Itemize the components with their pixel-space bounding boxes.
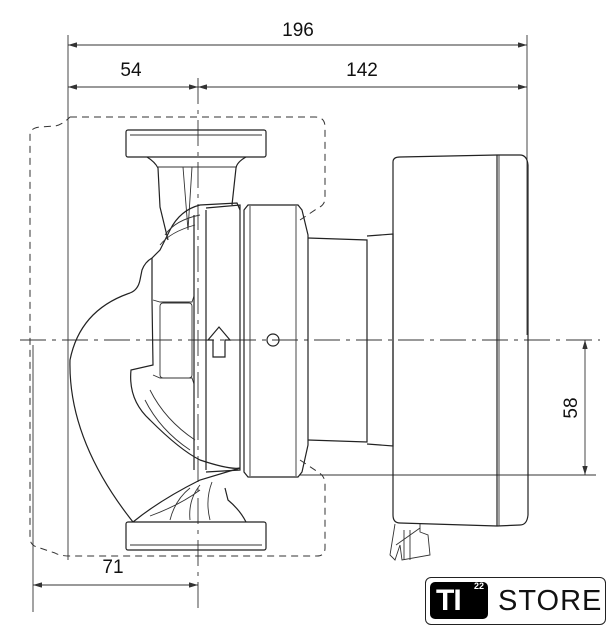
control-box [389, 154, 529, 561]
svg-text:71: 71 [102, 557, 123, 578]
logo-superscript: 22 [474, 581, 485, 591]
extension-lines [32, 35, 596, 612]
dashed-envelope [29, 116, 326, 557]
logo-store-text: STORE [498, 585, 603, 617]
dimension-142: 142 [198, 60, 527, 90]
motor-flange [243, 204, 309, 478]
svg-text:58: 58 [561, 397, 582, 418]
svg-text:54: 54 [120, 60, 142, 81]
screw-circle [266, 333, 280, 347]
logo-mark: TI [430, 582, 488, 619]
dimension-71: 71 [33, 557, 198, 588]
dimension-196: 196 [68, 20, 527, 48]
bottom-flange [125, 467, 267, 551]
svg-text:196: 196 [282, 20, 314, 41]
svg-text:142: 142 [346, 60, 378, 81]
pump-housing [69, 202, 241, 523]
center-lines [20, 78, 600, 610]
top-flange [125, 129, 267, 241]
dimension-58: 58 [561, 340, 588, 475]
flow-direction-arrow-icon [206, 326, 232, 358]
ti22-store-logo: TI 22 STORE [425, 577, 606, 625]
dimension-54: 54 [68, 60, 198, 90]
